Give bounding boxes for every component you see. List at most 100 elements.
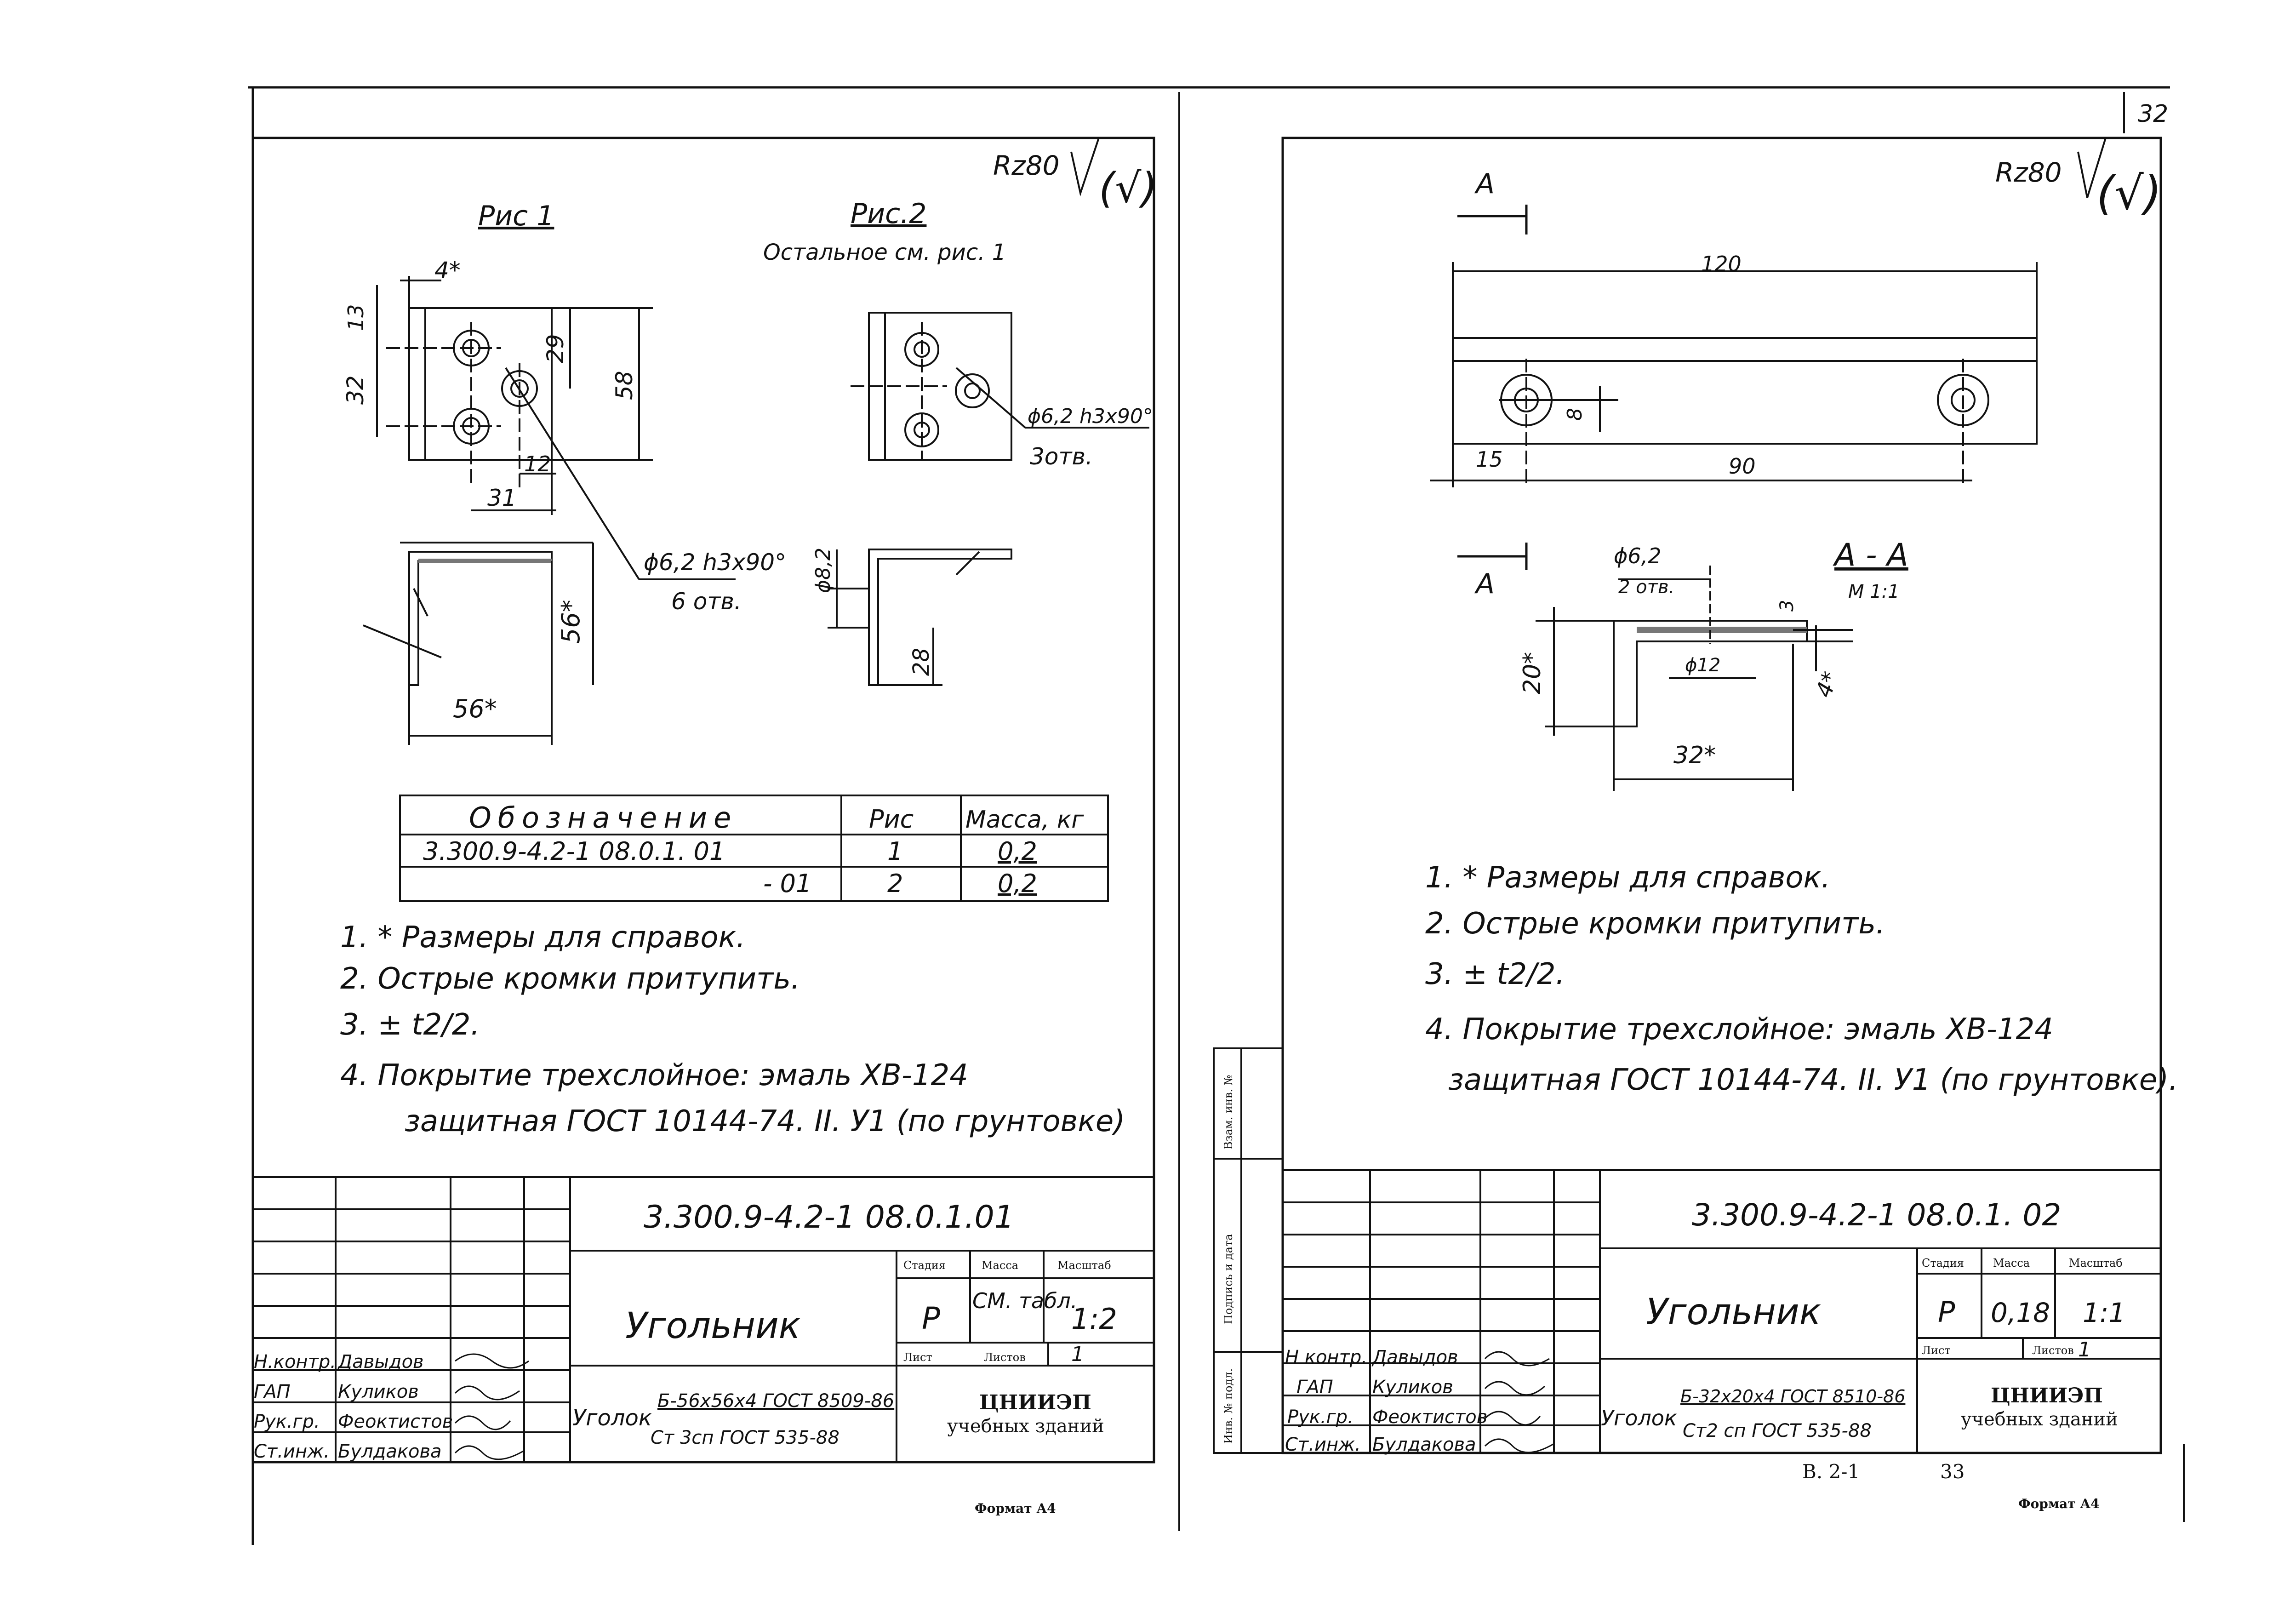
right-name-4: Булдакова: [1372, 1434, 1476, 1455]
signature-r3: [1484, 1411, 1541, 1426]
fig2-note: Остальное см. рис. 1: [763, 240, 1006, 265]
right-sheet: Rz80 (√) А А 120 15 90 8 А - А М 1:1: [1213, 137, 2185, 1522]
dim-58: 58: [611, 371, 638, 400]
table-row-2-fig: 2: [887, 869, 903, 898]
right-notes: 1. * Размеры для справок. 2. Острые кром…: [1425, 861, 2178, 1097]
right-role-1: Н контр.: [1285, 1347, 1367, 1368]
dim-28: 28: [908, 648, 934, 676]
dim-8-2: ϕ8,2: [811, 548, 835, 593]
signature-1: [455, 1353, 529, 1369]
right-format: Формат А4: [2018, 1496, 2100, 1511]
right-note-4-cont: защитная ГОСТ 10144-74. II. У1 (по грунт…: [1448, 1063, 2178, 1097]
side-stamp-2: Подпись и дата: [1222, 1234, 1235, 1324]
dim-90: 90: [1729, 454, 1756, 479]
left-role-2: ГАП: [254, 1381, 291, 1402]
right-note-1: 1. * Размеры для справок.: [1425, 861, 1831, 895]
left-notes: 1. * Размеры для справок. 2. Острые кром…: [340, 921, 1125, 1138]
section-mark-top: А: [1474, 168, 1495, 200]
right-note-2: 2. Острые кромки притупить.: [1425, 907, 1885, 941]
hole-label-fig1: ϕ6,2 h3x90°: [644, 549, 786, 576]
side-stamp: [1213, 1047, 1284, 1454]
left-name-2: Куликов: [338, 1381, 419, 1402]
left-material-bottom: Ст 3сп ГОСТ 535-88: [651, 1427, 839, 1448]
dim-12: 12: [524, 452, 551, 476]
designation-table: [399, 795, 1109, 902]
right-footer-page: 33: [1940, 1460, 1964, 1483]
side-stamp-1: Взам. инв. №: [1222, 1075, 1235, 1149]
right-stage-value: Р: [1938, 1295, 1955, 1329]
main-view: [1430, 262, 2038, 487]
right-sheets-value: 1: [2078, 1338, 2091, 1361]
right-material-prefix: Уголок: [1601, 1406, 1677, 1430]
signature-r4: [1484, 1438, 1554, 1453]
right-sheets-label: Листов: [2032, 1344, 2074, 1357]
dim-3: 3: [1776, 600, 1798, 612]
left-format: Формат А4: [975, 1501, 1056, 1516]
left-org-2: учебных зданий: [947, 1416, 1104, 1437]
left-sheet: Rz80 (√) Рис 1 Рис.2 Остальное см. рис. …: [251, 137, 1158, 1516]
left-stage-label: Стадия: [903, 1259, 946, 1272]
left-name-1: Давыдов: [337, 1351, 424, 1372]
left-role-3: Рук.гр.: [254, 1411, 320, 1432]
dim-holes-count: 2 отв.: [1618, 577, 1674, 598]
right-material-top: Б-32х20х4 ГОСТ 8510-86: [1680, 1386, 1905, 1407]
dim-56-vertical: 56*: [556, 600, 585, 644]
right-mass-label: Масса: [1993, 1257, 2030, 1269]
right-stage-label: Стадия: [1922, 1257, 1964, 1269]
table-row-2-designation: - 01: [763, 869, 811, 898]
fig2-side-view: [828, 549, 1012, 686]
table-row-2-mass: 0,2: [998, 869, 1037, 898]
note-4: 4. Покрытие трехслойное: эмаль ХВ-124: [340, 1058, 968, 1092]
signature-2: [454, 1385, 520, 1401]
right-material-bottom: Ст2 сп ГОСТ 535-88: [1683, 1420, 1872, 1441]
left-material-top: Б-56х56х4 ГОСТ 8509-86: [657, 1390, 894, 1412]
left-doc-code: 3.300.9-4.2-1 08.0.1.01: [644, 1199, 1014, 1235]
signature-3: [454, 1415, 511, 1430]
dim-4: 4*: [434, 257, 461, 284]
right-doc-code: 3.300.9-4.2-1 08.0.1. 02: [1692, 1197, 2061, 1233]
right-name-1: Давыдов: [1371, 1347, 1458, 1368]
left-sheet-label: Лист: [903, 1351, 932, 1364]
note-2: 2. Острые кромки притупить.: [340, 962, 800, 996]
fig2-title: Рис.2: [851, 198, 926, 230]
hole-count-fig1: 6 отв.: [671, 588, 742, 615]
roughness-mark-right: Rz80: [1995, 157, 2062, 188]
section-view: [1536, 566, 1853, 791]
dim-120: 120: [1701, 252, 1742, 276]
left-role-4: Ст.инж.: [254, 1441, 330, 1462]
left-org-1: ЦНИИЭП: [979, 1391, 1091, 1414]
left-sheets-label: Листов: [984, 1351, 1026, 1364]
left-signers: Н.контр. ГАП Рук.гр. Ст.инж. Давыдов Кул…: [254, 1351, 529, 1462]
roughness-bracket-left: (√): [1099, 164, 1158, 212]
right-name-3: Феоктистов: [1372, 1407, 1487, 1428]
dim-56-horizontal: 56*: [453, 694, 497, 723]
right-name-2: Куликов: [1372, 1377, 1453, 1398]
table-row-1-designation: 3.300.9-4.2-1 08.0.1. 01: [423, 837, 725, 866]
section-title: А - А: [1833, 537, 1908, 573]
signature-r2: [1484, 1381, 1545, 1396]
right-title-block: [1283, 1169, 2161, 1453]
right-footer: В. 2-1: [1802, 1460, 1860, 1483]
dim-32-section: 32*: [1673, 742, 1716, 769]
table-row-1-mass: 0,2: [998, 837, 1037, 866]
signature-r1: [1484, 1351, 1550, 1367]
roughness-mark-left: Rz80: [993, 150, 1060, 181]
side-stamp-3: Инв. № подл.: [1222, 1368, 1235, 1444]
signature-4: [454, 1445, 525, 1460]
fig1-side-view: [363, 542, 594, 745]
dim-12-section: ϕ12: [1685, 655, 1720, 676]
dim-32: 32: [342, 375, 369, 405]
right-role-3: Рук.гр.: [1287, 1407, 1353, 1428]
left-stage-value: Р: [922, 1301, 940, 1336]
right-sheet-label: Лист: [1922, 1344, 1951, 1357]
section-mark-bottom: А: [1474, 568, 1495, 600]
left-scale-label: Масштаб: [1057, 1259, 1111, 1272]
right-signers: Н контр. ГАП Рук.гр. Ст.инж. Давыдов Кул…: [1285, 1347, 1554, 1455]
roughness-bracket-right: (√): [2096, 166, 2162, 220]
dim-13: 13: [343, 304, 368, 331]
right-role-2: ГАП: [1296, 1377, 1333, 1398]
left-material-prefix: Уголок: [572, 1405, 652, 1431]
left-name-4: Булдакова: [338, 1441, 442, 1462]
left-title-block: [253, 1176, 1154, 1462]
